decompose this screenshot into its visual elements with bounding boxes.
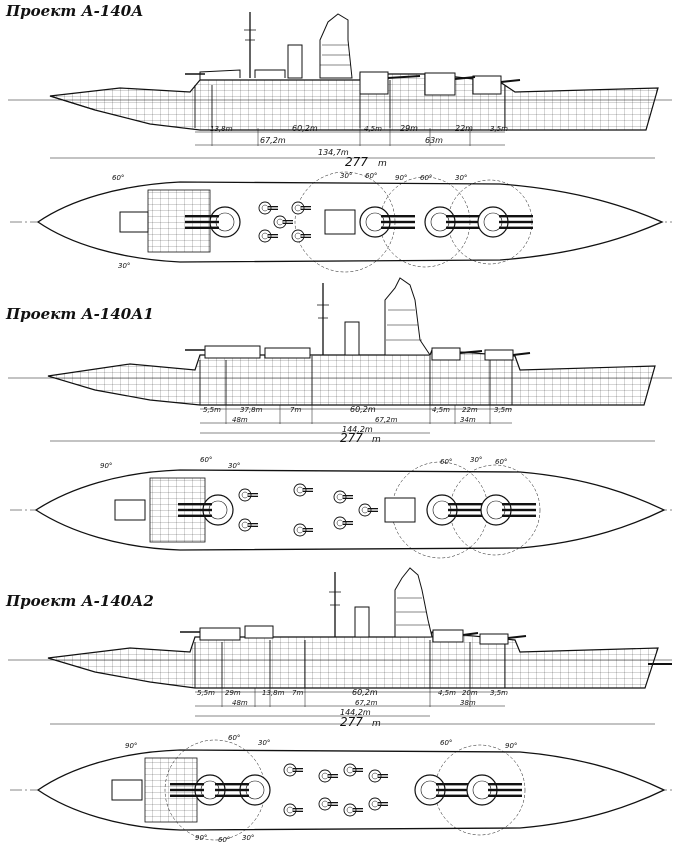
arc-label: 30°: [340, 172, 352, 180]
arc-label: 30°: [455, 174, 467, 182]
arc-label: 30°: [258, 739, 270, 747]
dim-label: 22m: [455, 124, 473, 133]
dim-label: 60,2m: [350, 405, 376, 414]
dim-label: 13,8m: [262, 689, 285, 697]
funnel: [344, 321, 360, 356]
arc-label: 30°: [242, 834, 254, 842]
arc-label: 90°: [505, 742, 517, 750]
dim-label: 7m: [290, 406, 301, 414]
dim-label: 63m: [425, 136, 443, 145]
dim-label: 3,5m: [494, 406, 512, 414]
dim-label: 67,2m: [355, 699, 378, 707]
dim-label: 60,2m: [352, 688, 378, 697]
dim-label: 37,8m: [240, 406, 263, 414]
title-project-a140a: Проект А-140А: [6, 2, 144, 20]
arc-label: 30°: [118, 262, 130, 270]
dim-label: 48m: [232, 699, 248, 707]
title-project-a140a1: Проект А-140А1: [6, 305, 154, 323]
dim-label: 60,2m: [292, 124, 318, 133]
profile-view-a140a: 13,8m 67,2m 60,2m 4,5m 29m 22m 3,5m 63m …: [8, 12, 672, 169]
dim-label: 67,2m: [375, 416, 398, 424]
dim-label: 4,5m: [438, 689, 456, 697]
dim-label: 5,5m: [197, 689, 215, 697]
arc-label: 60°: [365, 172, 377, 180]
dim-label: 38m: [460, 699, 476, 707]
superstructure-tower: [384, 277, 431, 356]
dim-label: 34m: [460, 416, 476, 424]
profile-view-a140a1: 5,5m 37,8m 7m 60,2m 4,5m 22m 3,5m 48m 67…: [8, 277, 672, 445]
plan-view-a140a2: 90° 60° 30° 60° 90° 90° 60° 30°: [10, 734, 672, 844]
dim-label: 4,5m: [432, 406, 450, 414]
dim-label: 20m: [462, 689, 478, 697]
arc-label: 30°: [470, 456, 482, 464]
dim-label: 144,2m: [340, 708, 371, 717]
profile-view-a140a2: 5,5m 29m 13,8m 7m 60,2m 4,5m 20m 3,5m 48…: [8, 567, 672, 729]
arc-label: 90°: [100, 462, 112, 470]
dim-label: 7m: [292, 689, 303, 697]
hull-profile: [49, 73, 659, 131]
arc-label: 60°: [228, 734, 240, 742]
arc-label: 60°: [440, 739, 452, 747]
plan-view-a140a: 30° 60° 90° 60° 30° 60° 30°: [10, 171, 672, 273]
funnel: [354, 606, 370, 638]
overall-length-unit: m: [378, 159, 387, 169]
arc-label: 30°: [228, 462, 240, 470]
overall-length: 277: [340, 715, 363, 729]
arc-label: 60°: [440, 458, 452, 466]
dim-label: 29m: [225, 689, 241, 697]
hull-profile: [47, 631, 659, 689]
arc-label: 90°: [195, 834, 207, 842]
dim-label: 4,5m: [364, 125, 382, 133]
arc-label: 60°: [420, 174, 432, 182]
overall-length: 277: [345, 155, 368, 169]
dim-label: 3,5m: [490, 125, 508, 133]
funnel: [287, 44, 303, 79]
dim-label: 67,2m: [260, 136, 286, 145]
overall-length-unit: m: [372, 719, 381, 729]
plan-view-a140a1: 90° 60° 30° 60° 30° 60°: [10, 456, 672, 559]
arc-label: 90°: [125, 742, 137, 750]
dim-label: 22m: [462, 406, 478, 414]
dim-label: 48m: [232, 416, 248, 424]
dim-label: 134,7m: [318, 148, 349, 157]
dim-label: 29m: [400, 124, 418, 133]
dim-label: 5,5m: [203, 406, 221, 414]
dim-label: 144,2m: [342, 425, 373, 434]
title-project-a140a2: Проект А-140А2: [6, 592, 154, 610]
dim-label: 13,8m: [210, 125, 233, 133]
superstructure-tower: [394, 567, 433, 638]
arc-label: 60°: [495, 458, 507, 466]
hull-profile: [47, 349, 656, 406]
dim-label: 3,5m: [490, 689, 508, 697]
overall-length: 277: [340, 431, 363, 445]
arc-label: 60°: [200, 456, 212, 464]
arc-label: 60°: [112, 174, 124, 182]
arc-label: 90°: [395, 174, 407, 182]
overall-length-unit: m: [372, 435, 381, 445]
arc-label: 60°: [218, 836, 230, 844]
superstructure-tower: [319, 13, 353, 79]
